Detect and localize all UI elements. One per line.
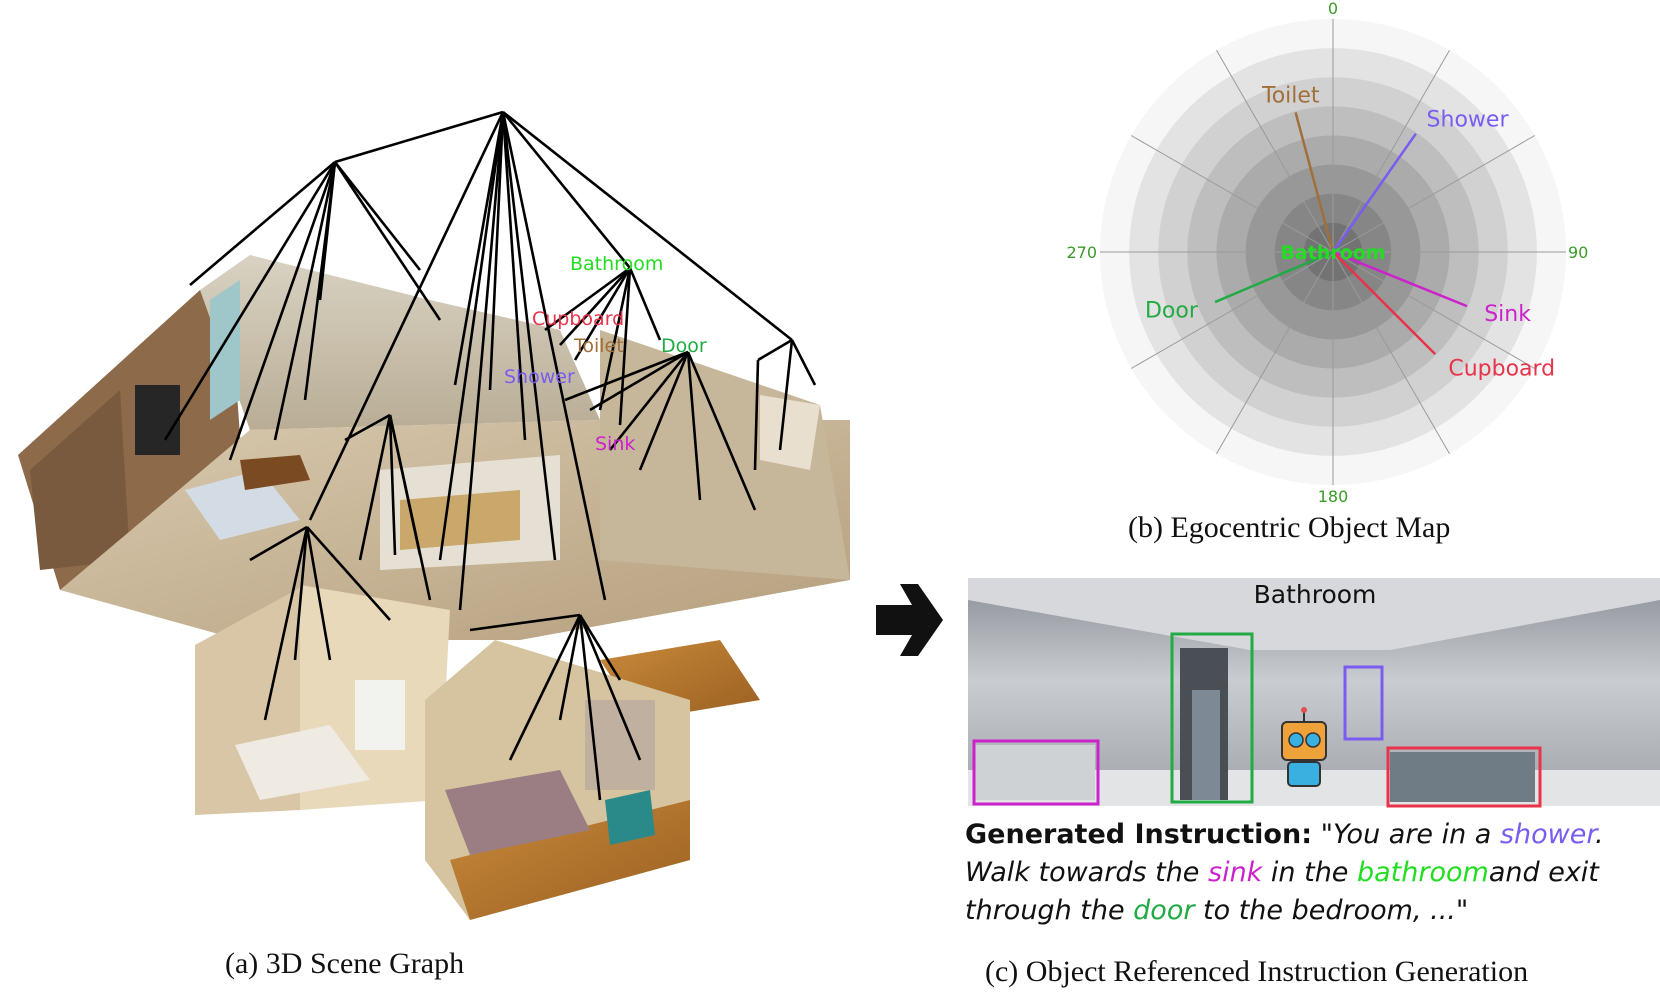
angle-tick-180: 180 [1318,487,1349,506]
generated-instruction: Generated Instruction: "You are in a sho… [965,816,1655,930]
object-label-cupboard: Cupboard [1448,356,1555,381]
angle-tick-270: 270 [1066,243,1097,262]
instruction-quote-open: " [1312,819,1334,850]
box-cupboard [1386,746,1542,808]
object-ray-shower [1331,132,1417,253]
instruction-word-sink: sink [1208,857,1263,888]
scene-graph-edges [163,110,817,801]
instruction-quote-close: " [1455,895,1469,926]
instruction-part-2: . Walk towards the [965,819,1604,888]
robot-icon [1281,707,1327,787]
caption-c: (c) Object Referenced Instruction Genera… [985,955,1528,988]
instruction-part-3: in the [1262,857,1357,888]
polar-spoke [1332,251,1536,369]
object-label-door: Door [1145,298,1199,323]
object-ray-cupboard [1332,251,1437,356]
polar-center-label: Bathroom [1280,242,1385,264]
object-label-toilet: Toilet [1261,83,1320,108]
caption-a: (a) 3D Scene Graph [225,947,464,980]
arrow-icon [876,584,943,656]
polar-spoke [1332,251,1450,455]
instruction-prefix: Generated Instruction: [965,819,1313,850]
box-sink [972,739,1100,806]
graph-label-sink: Sink [595,433,635,455]
object-label-sink: Sink [1484,302,1531,327]
instruction-part-4: and exit through the [965,857,1599,926]
graph-label-shower: Shower [504,366,575,388]
house-model-illustration [18,255,850,920]
instruction-part-5: to the bedroom, ... [1194,895,1456,926]
instruction-word-bathroom: bathroom [1357,857,1489,888]
object-label-shower: Shower [1427,107,1510,132]
scene-graph-panel: Bathroom Cupboard Toilet Door Shower Sin… [18,110,850,980]
angle-tick-90: 90 [1568,243,1588,262]
bathroom-panorama-illustration [968,578,1660,808]
angle-tick-0: 0 [1328,0,1338,18]
object-ray-toilet [1294,112,1335,253]
polar-spoke [1332,135,1536,253]
box-door [1170,632,1254,804]
instruction-word-shower: shower [1499,819,1595,850]
caption-b: (b) Egocentric Object Map [1128,511,1450,544]
polar-spoke [1216,49,1334,253]
polar-spoke [1216,251,1334,455]
polar-spoke [1130,135,1334,253]
instruction-panel: Bathroom (c) Object Referenced Instructi… [968,578,1660,988]
instruction-word-door: door [1133,895,1195,926]
graph-label-door: Door [661,335,707,357]
object-ray-door [1214,250,1334,304]
scene-graph-labels: Bathroom Cupboard Toilet Door Shower Sin… [504,253,707,455]
graph-label-cupboard: Cupboard [532,308,624,330]
instruction-part-1: You are in a [1333,819,1500,850]
graph-label-bathroom: Bathroom [570,253,663,275]
polar-spoke [1130,251,1334,369]
panorama-room-label: Bathroom [1254,580,1377,609]
polar-spoke [1332,49,1450,253]
box-shower [1343,665,1384,741]
graph-label-toilet: Toilet [573,335,624,357]
object-ray-sink [1332,250,1468,308]
